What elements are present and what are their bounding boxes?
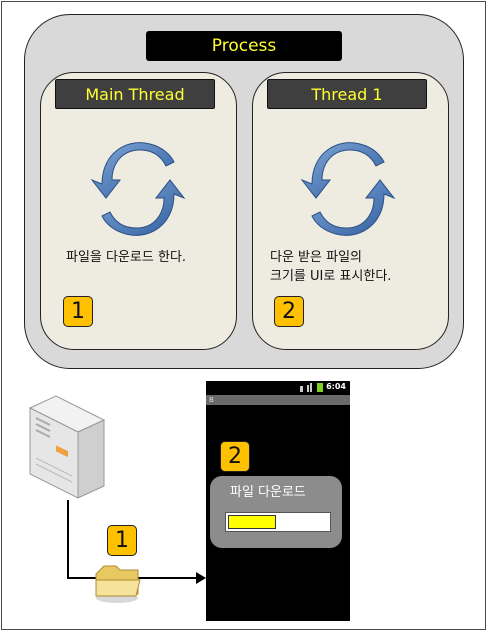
step-badge-thread-1: 2 bbox=[274, 296, 304, 327]
connector-line bbox=[67, 500, 198, 579]
folder-icon bbox=[95, 565, 141, 603]
thread-1-title: Thread 1 bbox=[267, 79, 427, 109]
status-bar: 6:04 bbox=[206, 381, 350, 394]
process-title: Process bbox=[146, 31, 342, 61]
thread-1-description: 다운 받은 파일의 크기를 UI로 표시한다. bbox=[270, 248, 391, 286]
download-dialog-title: 파일 다운로드 bbox=[230, 485, 306, 500]
step-badge-main-thread: 1 bbox=[63, 296, 93, 327]
thread-1-description-line: 다운 받은 파일의 bbox=[270, 250, 362, 265]
cycle-arrows-icon bbox=[90, 142, 186, 236]
thread-1-description-line: 크기를 UI로 표시한다. bbox=[270, 269, 392, 284]
app-title-bar: B bbox=[206, 395, 350, 405]
cycle-arrows-icon bbox=[300, 142, 396, 236]
main-thread-title: Main Thread bbox=[55, 79, 215, 109]
main-thread-description: 파일을 다운로드 한다. bbox=[66, 250, 187, 265]
download-progress-bar bbox=[225, 512, 331, 532]
status-icons bbox=[300, 383, 323, 392]
download-progress-fill bbox=[228, 515, 276, 529]
server-icon bbox=[28, 395, 106, 499]
status-time: 6:04 bbox=[326, 382, 346, 391]
arrow-right-icon bbox=[196, 572, 206, 584]
step-badge-phone: 2 bbox=[220, 441, 250, 472]
step-badge-transfer: 1 bbox=[107, 525, 137, 556]
